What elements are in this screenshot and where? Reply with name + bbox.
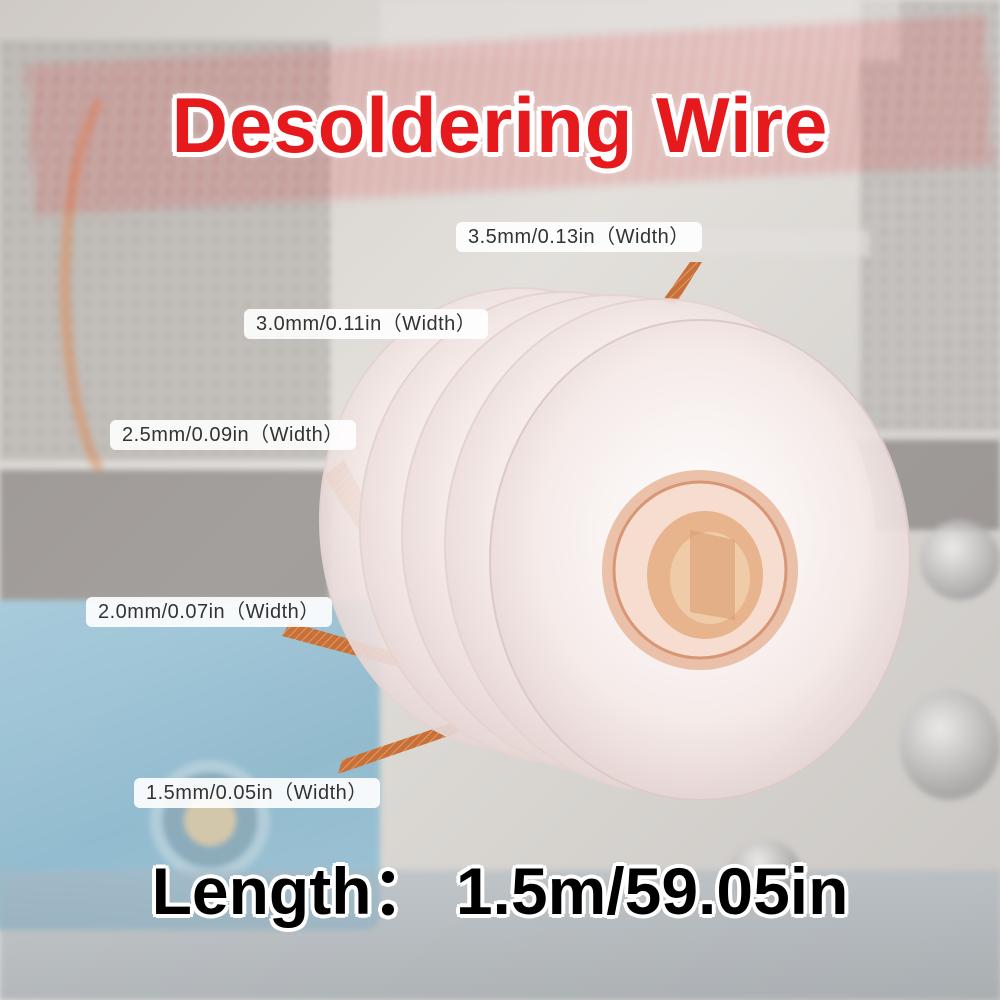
chip-block bbox=[840, 440, 1000, 530]
capacitor bbox=[920, 520, 1000, 600]
width-label-2-0mm: 2.0mm/0.07in（Width） bbox=[86, 597, 332, 627]
capacitor bbox=[900, 690, 1000, 800]
width-label-1-5mm: 1.5mm/0.05in（Width） bbox=[134, 778, 380, 808]
length-spec: Length： 1.5m/59.05in bbox=[151, 854, 849, 928]
product-title: Desoldering Wire bbox=[171, 81, 829, 169]
width-label-3-5mm: 3.5mm/0.13in（Width） bbox=[456, 222, 702, 252]
width-label-3-0mm: 3.0mm/0.11in（Width） bbox=[244, 309, 489, 339]
pci-slot bbox=[0, 870, 1000, 1000]
capacitor bbox=[730, 840, 800, 900]
width-label-2-5mm: 2.5mm/0.09in（Width） bbox=[110, 420, 356, 450]
